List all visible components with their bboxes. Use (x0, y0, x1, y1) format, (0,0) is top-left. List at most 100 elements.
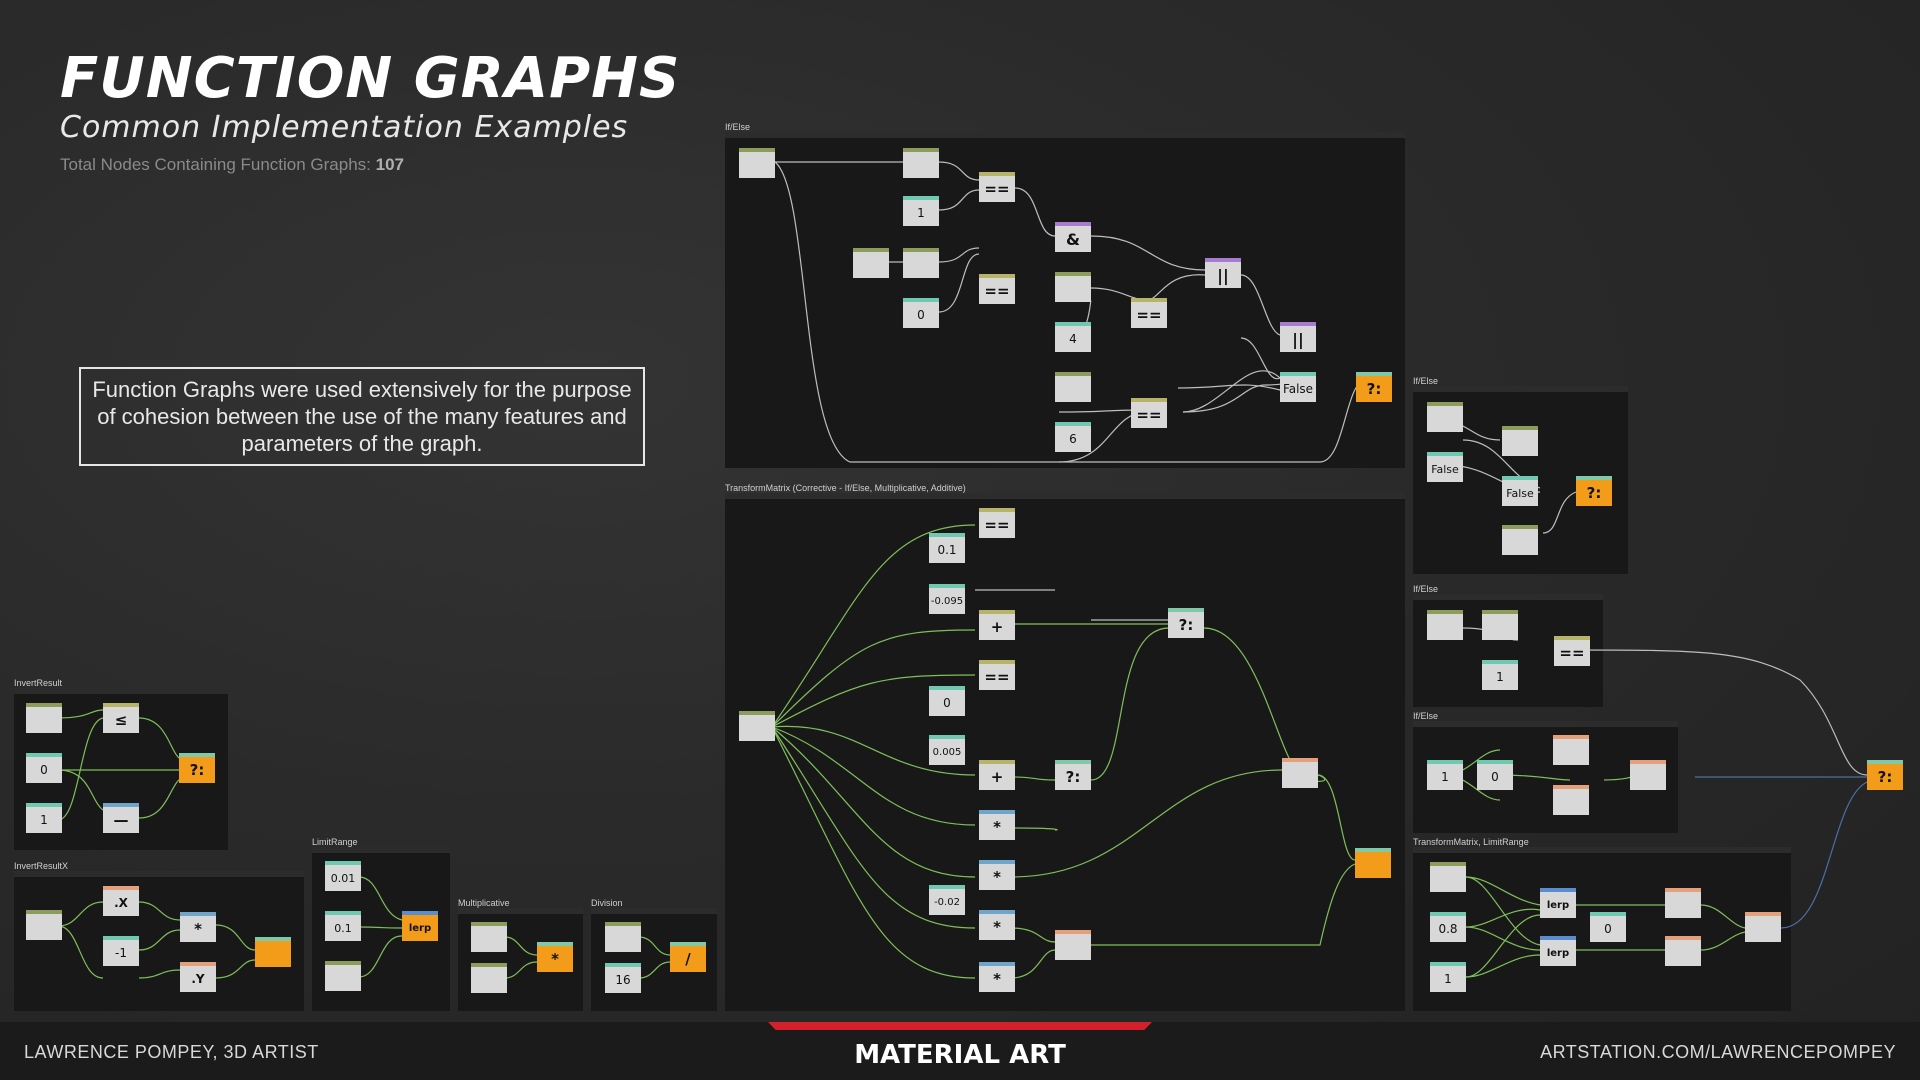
node-r1-false-1[interactable]: False (1427, 452, 1463, 482)
node-r2-get-boolean[interactable] (1427, 610, 1463, 640)
node-boolean-to-float-2[interactable] (903, 248, 939, 278)
page-subtitle: Common Implementation Examples (60, 110, 629, 145)
node-float-1[interactable]: 1 (903, 196, 939, 226)
node-r2-equal[interactable]: == (1554, 636, 1590, 666)
panel-title-if-else-right-2: If/Else (1413, 584, 1439, 594)
node-irx-output[interactable] (255, 937, 291, 967)
node-irx-get-float2[interactable] (26, 910, 62, 940)
panel-title-transform-limit: TransformMatrix, LimitRange (1413, 837, 1529, 847)
node-tm-add-2[interactable]: + (979, 760, 1015, 790)
node-r3-val-1[interactable]: 1 (1427, 760, 1463, 790)
node-float-0[interactable]: 0 (903, 298, 939, 328)
node-get-float-input[interactable] (739, 711, 775, 741)
node-bool-false[interactable]: False (1280, 372, 1316, 402)
node-equal-1[interactable]: == (979, 172, 1015, 202)
node-ir-val-1[interactable]: 1 (26, 803, 62, 833)
node-r3-vector-1[interactable] (1553, 735, 1589, 765)
node-boolean-to-float[interactable] (903, 148, 939, 178)
node-r3-vector-2[interactable] (1553, 785, 1589, 815)
node-tl-vector-2[interactable] (1665, 936, 1701, 966)
node-ir-val-0[interactable]: 0 (26, 753, 62, 783)
node-ir-get-float[interactable] (26, 703, 62, 733)
node-r1-output[interactable]: ?: (1576, 476, 1612, 506)
footer-artist-name: LAWRENCE POMPEY, 3D ARTIST (24, 1042, 319, 1062)
node-mul-get-float-2[interactable] (471, 963, 507, 993)
node-r3-vector-3[interactable] (1630, 760, 1666, 790)
node-equal-4[interactable]: == (1131, 398, 1167, 428)
node-r1-get-boolean[interactable] (1427, 402, 1463, 432)
node-tm-equal-2[interactable]: == (979, 660, 1015, 690)
panel-title-invert-result-x: InvertResultX (14, 861, 69, 871)
node-lr-val-01[interactable]: 0.1 (325, 911, 361, 941)
node-r1-get-param[interactable] (1502, 525, 1538, 555)
node-mul-output[interactable]: * (537, 942, 573, 972)
node-tm-if-else-2[interactable]: ?: (1055, 760, 1091, 790)
node-tm-vector-2[interactable] (1055, 930, 1091, 960)
panel-title-multiplicative: Multiplicative (458, 898, 510, 908)
node-lr-get-float[interactable] (325, 961, 361, 991)
node-lr-val-001[interactable]: 0.01 (325, 861, 361, 891)
node-or-1[interactable]: || (1205, 258, 1241, 288)
node-irx-val-m1[interactable]: -1 (103, 936, 139, 966)
node-tm-add-1[interactable]: + (979, 610, 1015, 640)
node-lr-lerp[interactable]: lerp (402, 911, 438, 941)
node-tl-lerp-2[interactable]: lerp (1540, 936, 1576, 966)
node-tl-get-float[interactable] (1430, 862, 1466, 892)
footer-bar (0, 1022, 1920, 1080)
node-tm-output[interactable] (1355, 848, 1391, 878)
node-div-val-16[interactable]: 16 (605, 963, 641, 993)
footer-portfolio-link[interactable]: ARTSTATION.COM/LAWRENCEPOMPEY (1540, 1042, 1896, 1062)
node-or-2[interactable]: || (1280, 322, 1316, 352)
node-tl-val-0[interactable]: 0 (1590, 912, 1626, 942)
node-tl-val-08[interactable]: 0.8 (1430, 912, 1466, 942)
node-tm-val-0[interactable]: 0 (929, 686, 965, 716)
node-tm-mul-3[interactable]: * (979, 910, 1015, 940)
node-right-output[interactable]: ?: (1867, 760, 1903, 790)
node-int-6[interactable]: 6 (1055, 422, 1091, 452)
node-irx-swizzle-y[interactable]: .Y (180, 962, 216, 992)
node-tm-mul-1[interactable]: * (979, 810, 1015, 840)
node-and[interactable]: & (1055, 222, 1091, 252)
node-tm-if-else-1[interactable]: ?: (1168, 608, 1204, 638)
node-tl-val-1[interactable]: 1 (1430, 962, 1466, 992)
node-mul-get-float-1[interactable] (471, 922, 507, 952)
node-r1-equality[interactable] (1502, 426, 1538, 456)
node-irx-swizzle-x[interactable]: .X (103, 886, 139, 916)
node-r2-bool-to-float[interactable] (1482, 610, 1518, 640)
panel-title-limit-range: LimitRange (312, 837, 358, 847)
panel-title-transform-matrix: TransformMatrix (Corrective - If/Else, M… (725, 483, 966, 493)
node-tm-equal-1[interactable]: == (979, 508, 1015, 538)
node-tl-vector-3[interactable] (1745, 912, 1781, 942)
node-tm-val-0005[interactable]: 0.005 (929, 735, 965, 765)
node-div-get-float[interactable] (605, 922, 641, 952)
node-tm-val-m002[interactable]: -0.02 (929, 885, 965, 915)
node-tl-vector-1[interactable] (1665, 888, 1701, 918)
panel-title-if-else-main: If/Else (725, 122, 751, 132)
node-r1-false-2[interactable]: False (1502, 476, 1538, 506)
node-ir-output[interactable]: ?: (179, 753, 215, 783)
node-irx-mul[interactable]: * (180, 912, 216, 942)
node-get-boolean-2[interactable] (853, 248, 889, 278)
node-ir-subtract[interactable]: — (103, 803, 139, 833)
node-get-integer-2[interactable] (1055, 372, 1091, 402)
node-equal-3[interactable]: == (1131, 298, 1167, 328)
node-equal-2[interactable]: == (979, 274, 1015, 304)
panel-title-if-else-right-1: If/Else (1413, 376, 1439, 386)
node-get-boolean[interactable] (739, 148, 775, 178)
node-tm-mul-2[interactable]: * (979, 860, 1015, 890)
node-tm-val-m0095[interactable]: -0.095 (929, 584, 965, 614)
footer-accent-bar (768, 1022, 1152, 1030)
node-if-else-output[interactable]: ?: (1356, 372, 1392, 402)
node-tm-vector-1[interactable] (1282, 758, 1318, 788)
node-tm-val-01[interactable]: 0.1 (929, 533, 965, 563)
node-int-4[interactable]: 4 (1055, 322, 1091, 352)
node-div-output[interactable]: / (670, 942, 706, 972)
node-count: Total Nodes Containing Function Graphs: … (60, 155, 404, 175)
node-tl-lerp-1[interactable]: lerp (1540, 888, 1576, 918)
node-ir-lte[interactable]: ≤ (103, 703, 139, 733)
node-tm-mul-4[interactable]: * (979, 962, 1015, 992)
node-count-value: 107 (375, 155, 405, 174)
node-get-integer[interactable] (1055, 272, 1091, 302)
node-r2-val-1[interactable]: 1 (1482, 660, 1518, 690)
node-r3-val-0[interactable]: 0 (1477, 760, 1513, 790)
